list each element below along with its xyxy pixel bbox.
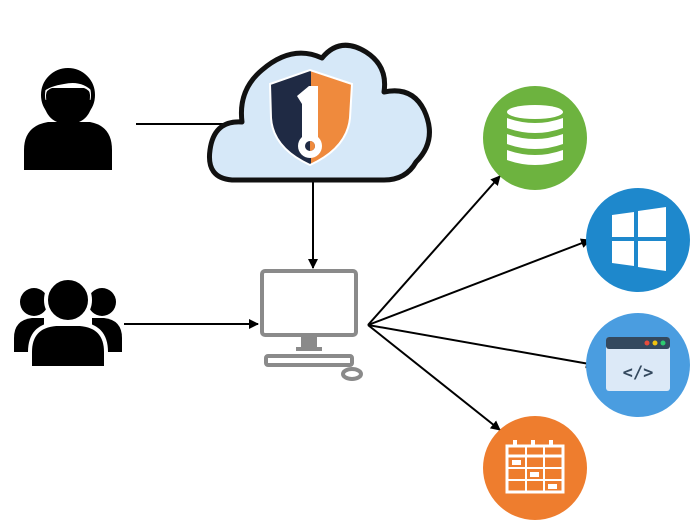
code-symbol: </> bbox=[623, 363, 654, 383]
edge-workstation-to-webapp bbox=[367, 324, 596, 369]
server-rack-icon bbox=[483, 416, 587, 520]
edge-workstation-to-server bbox=[367, 324, 501, 431]
key-icon bbox=[297, 86, 322, 158]
code-window-icon: </> bbox=[586, 313, 690, 417]
edge-workstation-to-database bbox=[367, 175, 501, 326]
edge-workstation-to-windows bbox=[367, 238, 591, 326]
windows-logo-icon bbox=[586, 188, 690, 292]
database-icon bbox=[483, 86, 587, 190]
desktop-computer-icon bbox=[260, 269, 363, 381]
connectors bbox=[124, 119, 596, 431]
cloud-shield-key-icon bbox=[206, 42, 432, 183]
user-group-icon bbox=[14, 276, 122, 370]
user-icon bbox=[24, 68, 112, 170]
